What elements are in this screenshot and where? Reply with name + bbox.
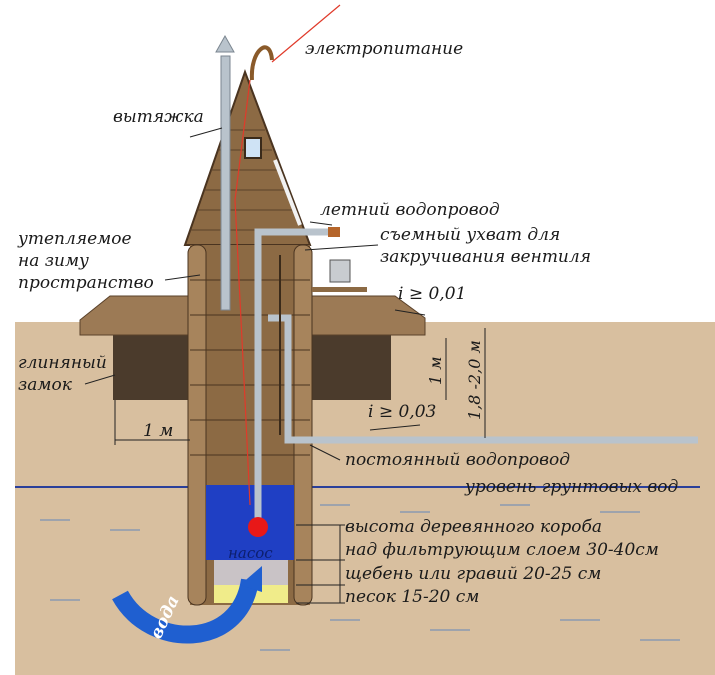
gable-window — [244, 137, 262, 159]
ground-roof — [79, 295, 196, 336]
summer-pipe — [254, 228, 330, 520]
pump-body — [248, 517, 268, 537]
bucket — [329, 259, 351, 283]
label-grip-2: закручивания вентиля — [380, 247, 591, 267]
vent-cap — [215, 34, 235, 53]
label-dim-1m-vertical: 1 м — [426, 356, 445, 385]
label-pump: насос — [228, 544, 273, 562]
permanent-pipe — [268, 314, 698, 444]
label-power: электропитание — [305, 39, 463, 59]
dimension-lines — [84, 127, 486, 604]
roof-edge-light — [273, 159, 302, 226]
label-insulated-1: утепляемое — [17, 229, 132, 249]
label-box-2: над фильтрующим слоем 30-40см — [345, 540, 659, 560]
label-clay-2: замок — [18, 375, 73, 395]
clay-lock-right — [305, 330, 391, 400]
label-insulated-2: на зиму — [18, 251, 89, 271]
power-wire-outer — [271, 4, 341, 63]
label-sand: песок 15-20 см — [345, 587, 479, 607]
label-slope-bottom: i ≥ 0,03 — [368, 402, 436, 422]
label-dim-depth: 1,8 -2,0 м — [465, 340, 484, 420]
label-gravel: щебень или гравий 20-25 см — [345, 564, 601, 584]
power-wire — [234, 79, 251, 506]
label-permanent-pipe: постоянный водопровод — [345, 450, 570, 470]
label-slope-top: i ≥ 0,01 — [398, 284, 466, 304]
label-dim-1m-horizontal: 1 м — [143, 421, 173, 441]
groundwater-dashes — [40, 504, 680, 651]
label-summer-pipe: летний водопровод — [320, 200, 500, 220]
clay-lock-left — [113, 332, 195, 400]
shaft-logs — [187, 244, 313, 606]
water-arrow-head — [240, 566, 262, 592]
vent-pipe — [220, 55, 231, 311]
label-box-1: высота деревянного короба — [345, 517, 602, 537]
water-flow-arrow — [112, 578, 259, 644]
summer-tap — [328, 227, 340, 237]
bench — [312, 287, 367, 292]
label-groundwater: уровень грунтовых вод — [464, 477, 679, 497]
label-insulated-3: пространство — [18, 273, 154, 293]
label-clay-1: глиняный — [18, 353, 107, 373]
label-vent: вытяжка — [113, 107, 204, 127]
power-inlet — [249, 45, 274, 81]
label-grip-1: съемный ухват для — [380, 225, 560, 245]
